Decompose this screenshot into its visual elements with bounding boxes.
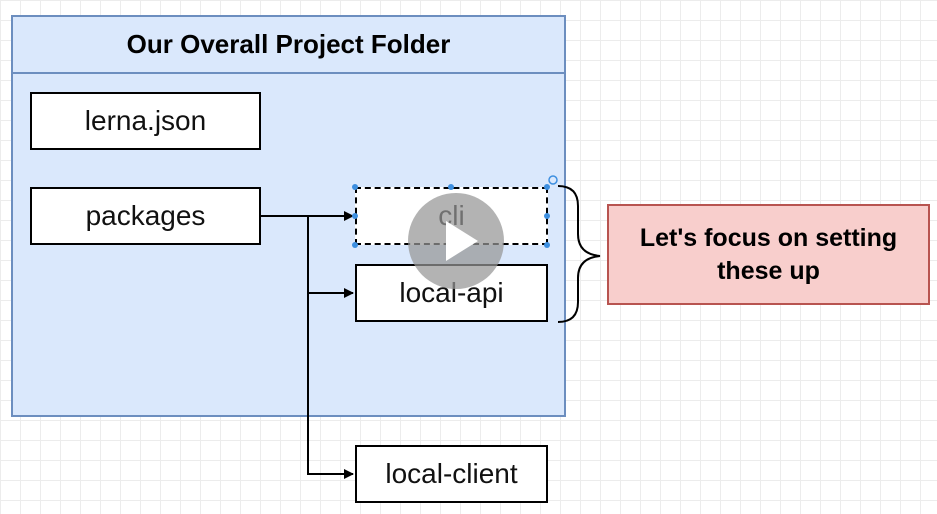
selection-handles[interactable] xyxy=(352,184,550,248)
curly-brace xyxy=(557,185,601,323)
folder-title: Our Overall Project Folder xyxy=(11,15,566,74)
play-icon[interactable] xyxy=(408,193,504,289)
local-api-box[interactable]: local-api xyxy=(355,264,548,322)
packages-box[interactable]: packages xyxy=(30,187,261,245)
arrow-to-local-api xyxy=(307,216,354,298)
local-client-box[interactable]: local-client xyxy=(355,445,548,503)
packages-connector-tree xyxy=(261,211,354,479)
arrow-to-local-client xyxy=(307,293,354,479)
rotate-handle-icon[interactable] xyxy=(548,175,558,185)
lerna-json-box[interactable]: lerna.json xyxy=(30,92,261,150)
focus-note[interactable]: Let's focus on setting these up xyxy=(607,204,930,305)
